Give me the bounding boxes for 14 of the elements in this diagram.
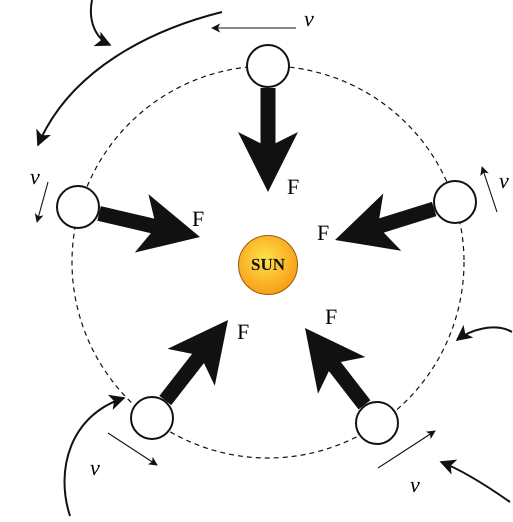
- force-arrow: [238, 88, 298, 192]
- velocity-label: v: [304, 8, 314, 30]
- velocity-label: v: [90, 457, 100, 479]
- planet-circle: [130, 396, 174, 440]
- force-arrow: [332, 193, 436, 251]
- force-arrow: [97, 194, 202, 253]
- planet-circle: [433, 180, 477, 224]
- planet-circle: [246, 44, 290, 88]
- velocity-label: v: [30, 166, 40, 188]
- planet-circle: [56, 185, 100, 229]
- sun-label: SUN: [250, 255, 285, 275]
- velocity-label: v: [499, 170, 509, 192]
- velocity-label: v: [410, 474, 420, 496]
- planet-circle: [355, 401, 399, 445]
